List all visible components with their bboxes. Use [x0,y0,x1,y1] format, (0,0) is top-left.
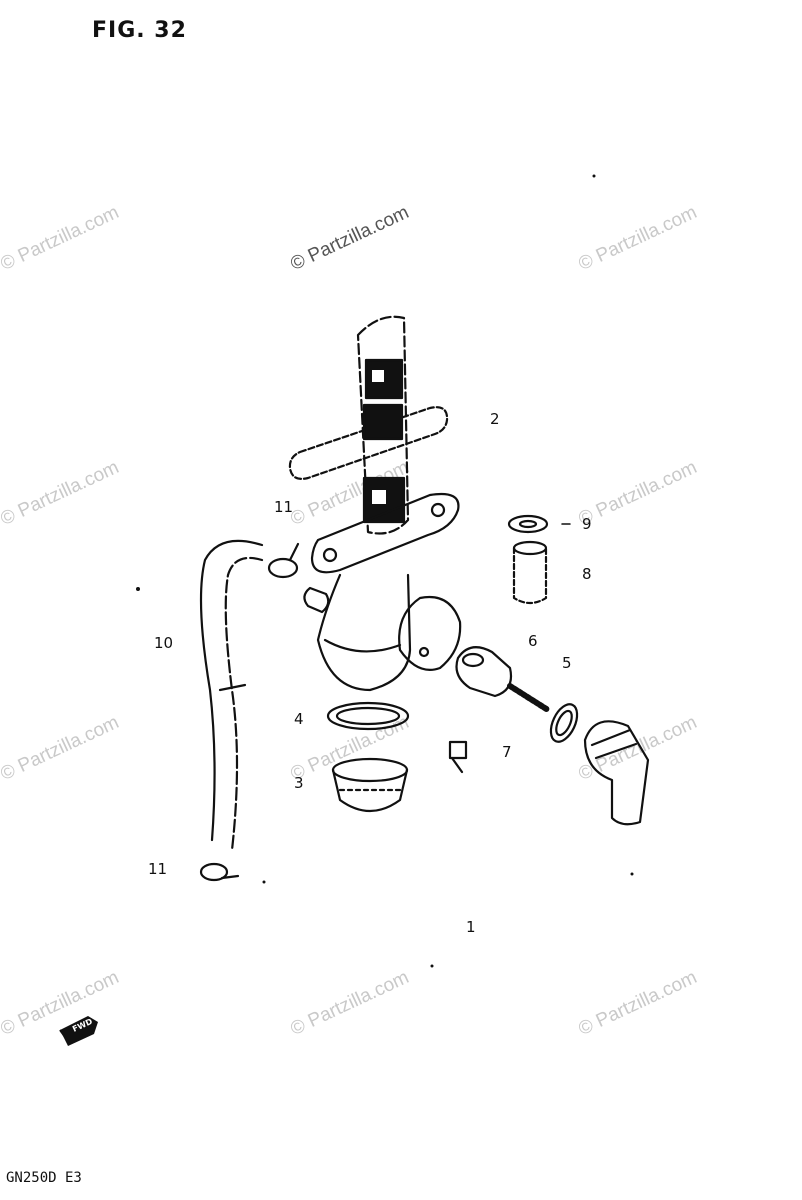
part-1-fuel-cock-body [303,315,462,692]
callout-11-lower: 11 [148,860,168,878]
part-3-sediment-cup [331,757,409,812]
callout-6: 6 [528,632,538,650]
callout-1: 1 [466,918,476,936]
part-4-o-ring [326,701,410,731]
callout-5: 5 [562,654,572,672]
callout-2: 2 [490,410,500,428]
callout-9: 9 [582,515,592,533]
callout-8: 8 [582,565,592,583]
part-5-small-o-ring [549,703,579,743]
callout-11-upper: 11 [274,498,294,516]
part-11-hose-clip [199,862,240,882]
part-9-washer [507,514,549,534]
callout-3: 3 [294,774,304,792]
callout-4: 4 [294,710,304,728]
part-8-filter [512,540,548,605]
callout-7: 7 [502,743,512,761]
callout-10: 10 [154,634,174,652]
figure-title: FIG. 32 [92,18,187,43]
part-6-lever-and-spring [455,646,551,713]
forward-direction-arrow: FWD [59,1016,98,1046]
part-10-fuel-hose [199,539,264,852]
lever-knob [583,720,650,826]
part-7-screw [448,740,468,774]
part-11-hose-clip [267,542,300,579]
model-code: GN250D E3 [6,1170,82,1186]
part-2-gasket [288,406,449,480]
